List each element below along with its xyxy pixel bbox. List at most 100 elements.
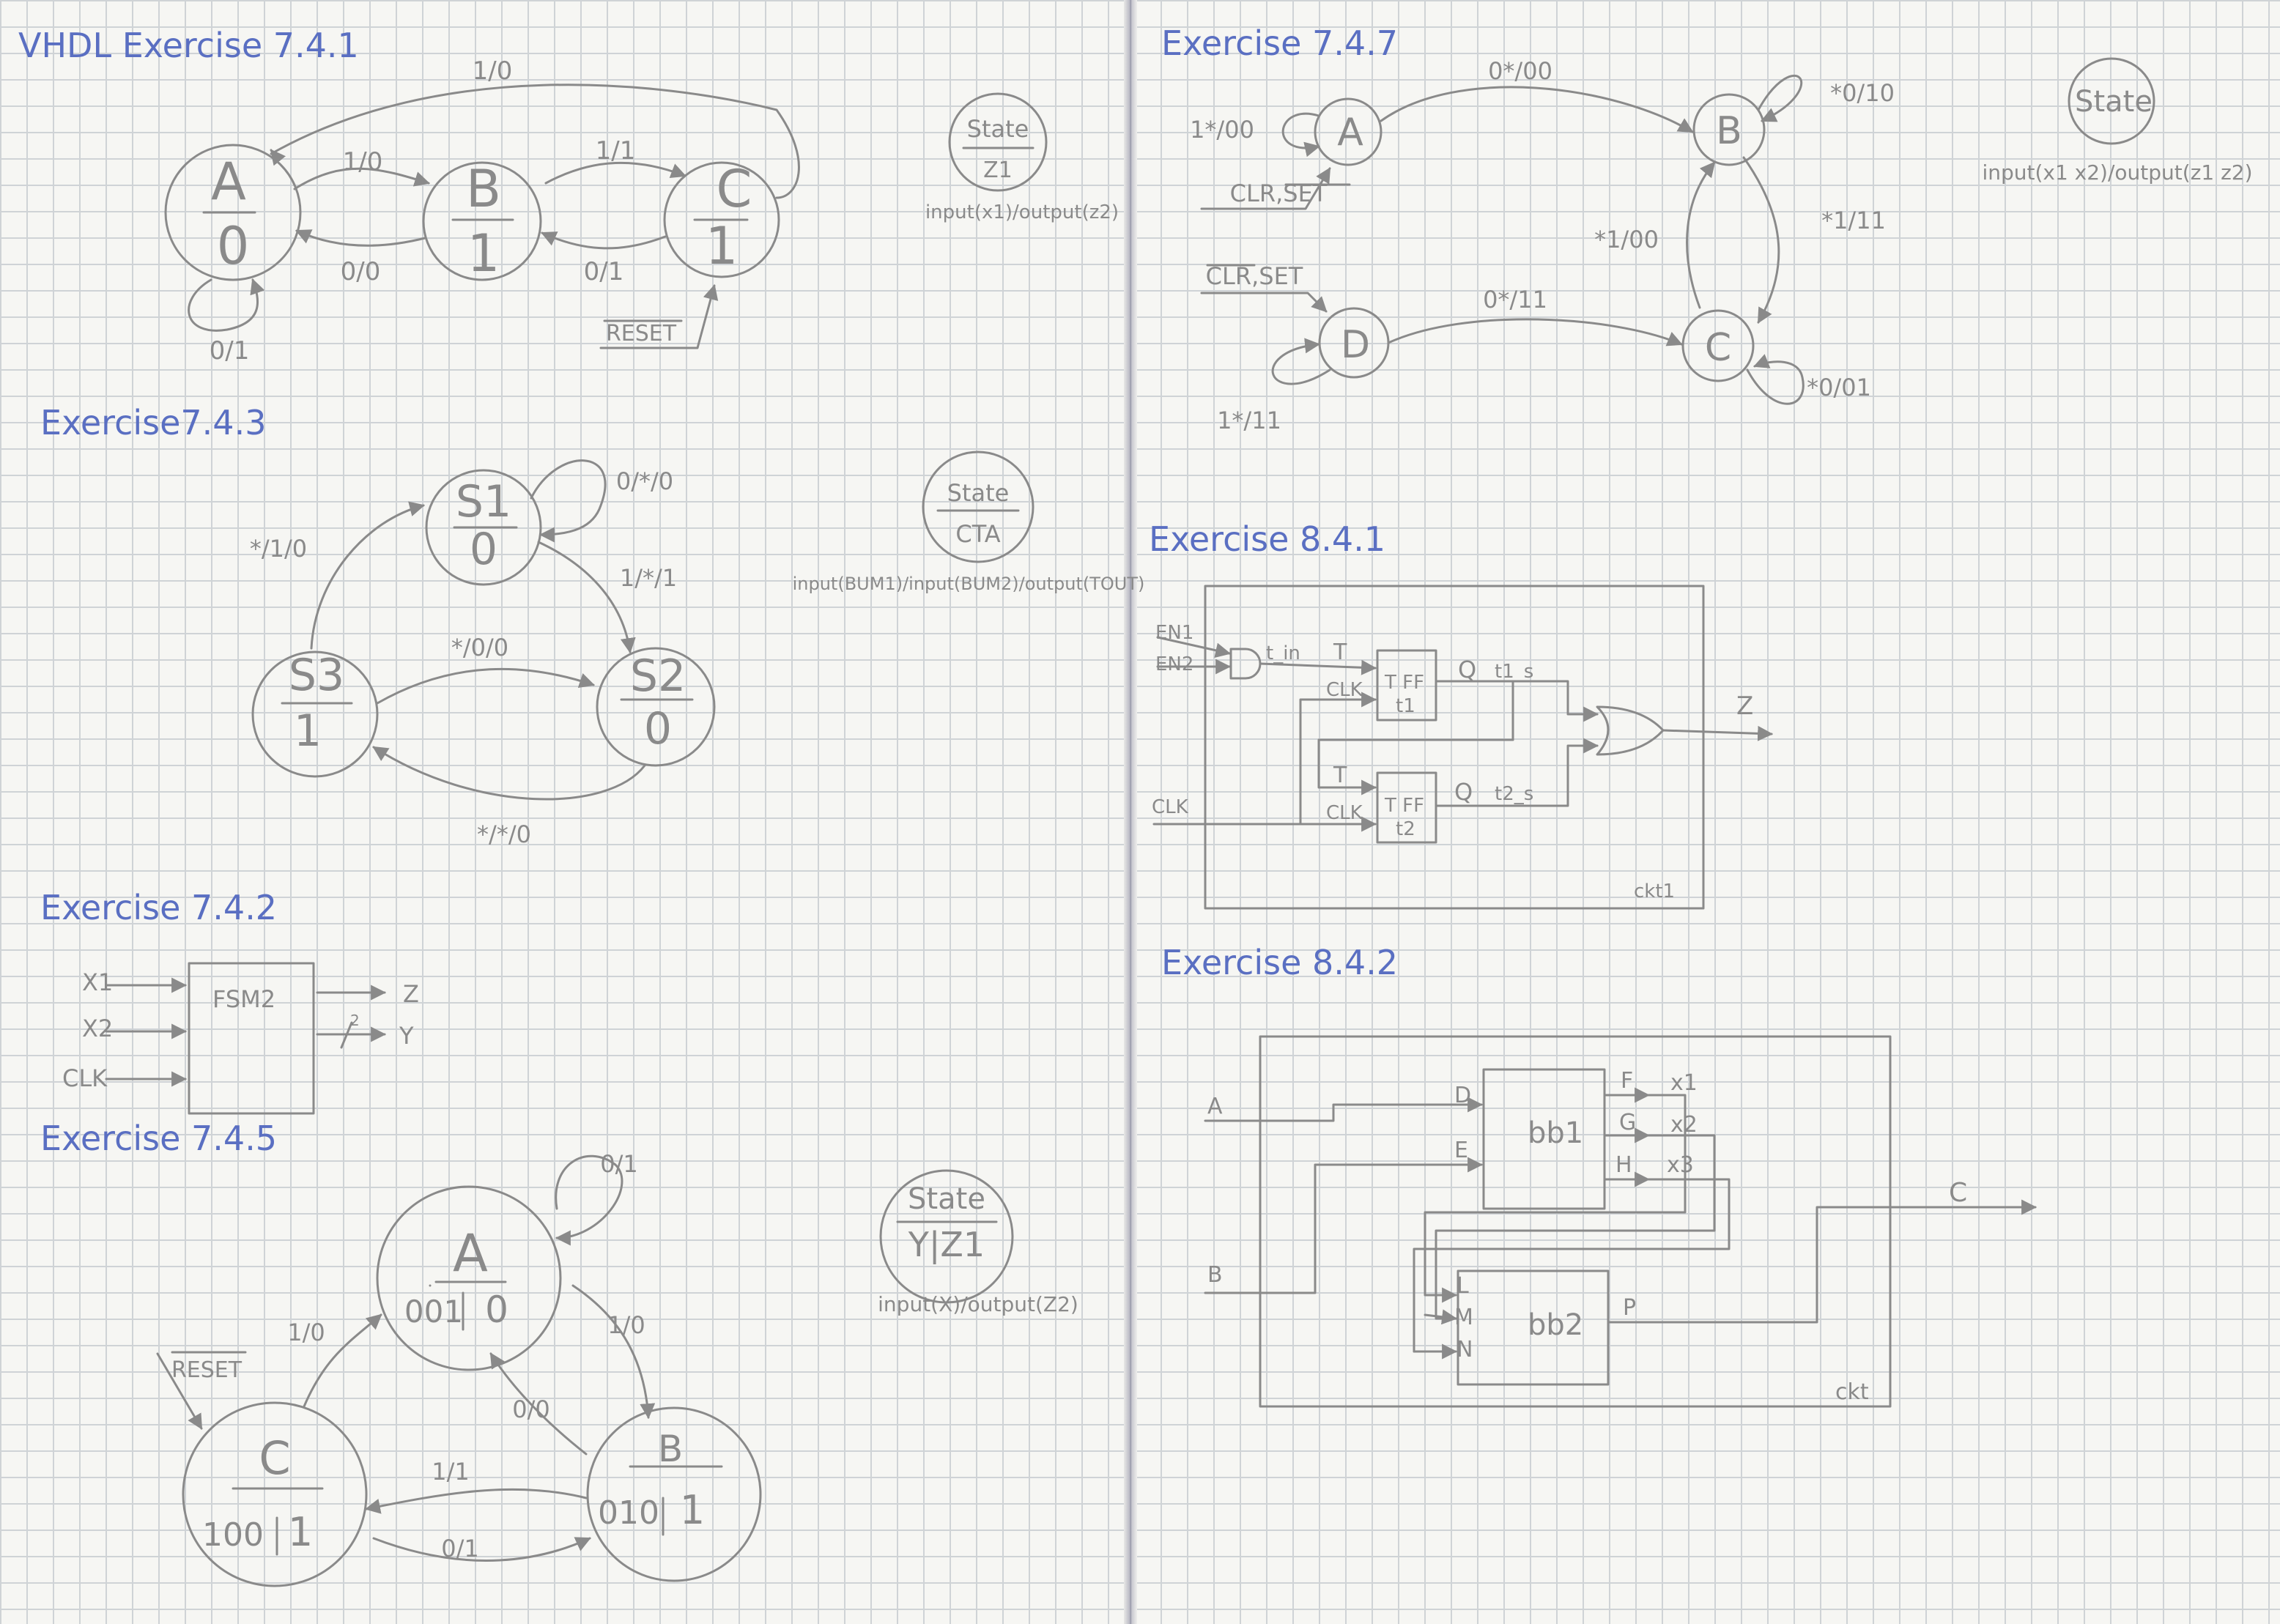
heading-ex743: Exercise7.4.3 [40,403,266,442]
legend-circle [922,451,1034,563]
state-s3-circle [251,650,379,778]
bb2-label: bb2 [1528,1308,1583,1342]
ff1-q-label: Q [1458,656,1476,683]
input-x2: X2 [82,1015,113,1042]
reset-label: RESET [171,1357,243,1383]
legend-circle [2068,57,2155,145]
bb1-out-h: H [1615,1152,1632,1178]
state-b-circle [1692,93,1766,166]
legend-top: State [967,115,1029,143]
fsm-ex747: A B C D 1*/00 0*/00 *0/10 *1/00 *1/11 [1190,57,2252,434]
legend-caption: input(X)/output(Z2) [878,1292,1078,1316]
wire-x1: x1 [1670,1070,1698,1096]
state-d-name: D [1341,323,1370,367]
bb2-in-m: M [1454,1305,1473,1330]
state-s3-name: S3 [289,650,344,701]
state-a-name: A [1337,111,1363,155]
transition-label: 1*/11 [1217,407,1281,434]
notebook-spine [1124,0,1137,1624]
legend-caption: input(x1)/output(z2) [925,201,1119,223]
ckt1-label: ckt1 [1634,880,1675,902]
heading-ex747: Exercise 7.4.7 [1161,23,1398,63]
transition-label: 0/1 [210,336,250,366]
ff2-t-label: T [1333,763,1347,788]
wire-x3: x3 [1667,1152,1694,1178]
state-b-name: B [466,159,501,219]
output-c: C [1949,1178,1967,1208]
transition-label: 1/*/1 [620,564,677,592]
transition-label: *0/01 [1807,374,1871,401]
transition-label: 0/1 [584,257,624,286]
legend-circle [948,92,1048,192]
heading-ex841: Exercise 8.4.1 [1149,519,1385,559]
transition-label: 0/0 [341,257,381,286]
state-a-circle [376,1185,562,1371]
input-clk: CLK [62,1064,108,1092]
ff1-wire-label: t1_s [1495,661,1533,683]
input-clk: CLK [1152,796,1189,818]
bb1-out-g: G [1619,1110,1636,1135]
transition-label: 1/0 [343,147,383,177]
input-b: B [1207,1262,1223,1288]
state-c-name: C [1705,326,1731,370]
wire-x2: x2 [1670,1112,1698,1138]
and-gate [1229,648,1262,680]
state-c-circle [1681,309,1755,382]
fsm-ex741: A 0 B 1 C 1 1/0 1/0 1/1 0/0 0/1 0/1 [164,56,1119,366]
state-s2-name: S2 [630,650,686,702]
transition-label: */*/0 [477,820,531,848]
legend-caption: input(BUM1)/input(BUM2)/output(TOUT) [793,574,1145,594]
transition-label: 0/1 [441,1535,479,1562]
state-c-name: C [717,159,752,219]
legend-caption: input(x1 x2)/output(z1 z2) [1982,160,2252,185]
bb1-in-e: E [1454,1138,1468,1163]
ff1-clk-label: CLK [1326,679,1363,701]
ff2-sub: t2 [1396,818,1415,840]
bb2-block [1457,1269,1610,1386]
ff1-sub: t1 [1396,695,1415,717]
legend-top: State [947,479,1010,507]
state-c-circle [663,161,780,278]
reset-label: RESET [606,321,677,346]
ff2-wire-label: t2_s [1495,783,1533,805]
ff2-name: T FF [1384,795,1424,817]
state-a-output: 0 [485,1289,508,1331]
circuit-ex841: EN1 EN2 CLK t_in T CLK T FF t1 Q t1_s T … [1152,585,1774,910]
transition-label: 1*/00 [1190,116,1254,144]
state-s3-output: 1 [294,705,322,757]
transition-label: 0/0 [512,1395,550,1423]
output-z: Z [1736,692,1753,721]
or-gate [1596,705,1665,756]
ff1-t-label: T [1333,639,1347,665]
state-c-output: 1 [706,216,739,276]
state-b-circle [586,1406,762,1582]
fsm2-block [188,962,315,1115]
state-b-code: 010 [598,1494,659,1532]
input-x1: X1 [82,968,113,996]
bb2-in-l: L [1457,1273,1469,1299]
transition-label: *0/10 [1830,79,1895,107]
ff1-name: T FF [1384,672,1424,694]
transition-label: 0/*/0 [616,467,673,495]
heading-ex842: Exercise 8.4.2 [1161,943,1398,982]
legend-bottom: Y|Z1 [908,1225,985,1265]
bb1-block [1482,1068,1606,1210]
and-output-label: t_in [1266,642,1300,664]
state-b-circle [422,161,542,281]
ff2-clk-label: CLK [1326,802,1363,824]
state-s1-output: 0 [470,524,497,575]
transition-label: */1/0 [250,535,307,563]
fsm2-label: FSM2 [212,985,275,1013]
state-a-name: A [453,1223,488,1283]
state-c-code: 100 [202,1516,264,1554]
bb2-out-p: P [1623,1295,1636,1321]
transition-label: *1/00 [1594,226,1659,253]
circuit-ex842: A B bb1 D E F G H x1 x2 x3 bb2 L M N P C… [1204,1035,2037,1408]
legend-bottom: Z1 [983,157,1013,183]
state-c-output: 1 [288,1509,313,1555]
heading-ex741: VHDL Exercise 7.4.1 [18,26,359,65]
state-b-name: B [658,1428,683,1470]
transition-label: 1/0 [607,1311,645,1339]
state-s2-output: 0 [644,703,672,754]
